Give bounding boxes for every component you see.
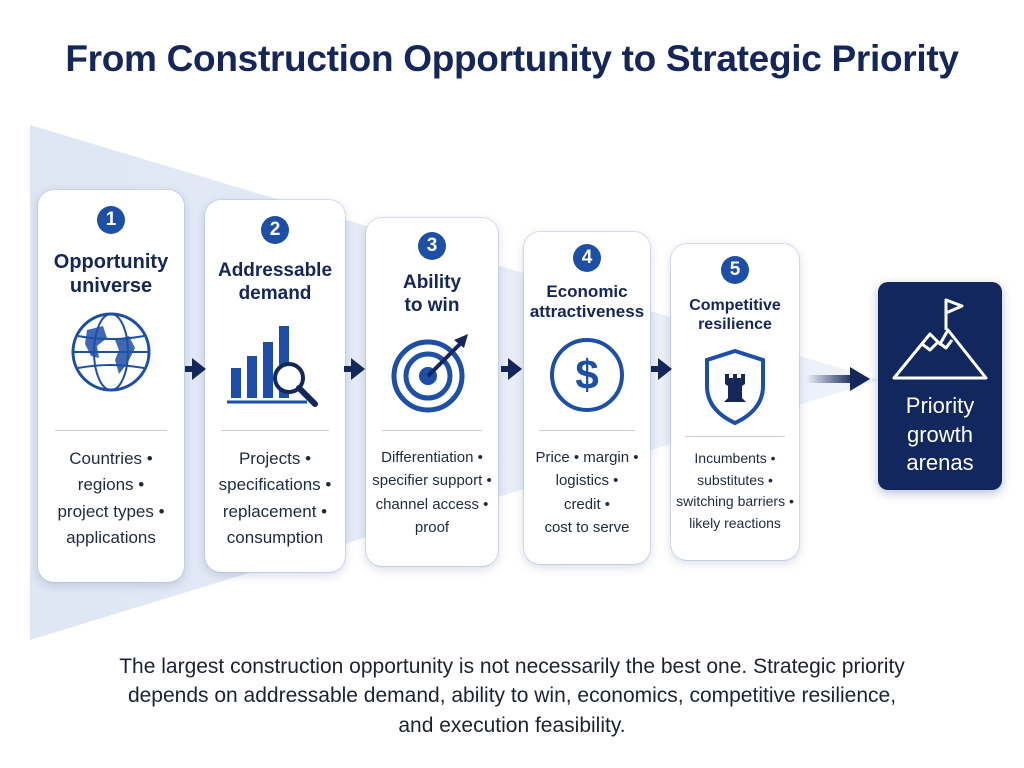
step-details: Differentiation •specifier support •chan… xyxy=(372,449,492,536)
card-divider xyxy=(382,430,482,431)
step-details: Incumbents •substitutes •switching barri… xyxy=(676,450,794,532)
card-divider xyxy=(55,430,167,431)
card-divider xyxy=(685,436,785,437)
step-number-badge: 1 xyxy=(97,206,125,234)
arrow-right-icon xyxy=(344,358,365,380)
shield-icon xyxy=(705,348,765,426)
step-number-badge: 4 xyxy=(573,244,601,272)
arrow-right-icon xyxy=(806,367,870,391)
card-divider xyxy=(539,430,635,431)
arrow-right-icon xyxy=(501,358,522,380)
arrow-right-icon xyxy=(651,358,672,380)
step-details: Projects •specifications •replacement •c… xyxy=(218,449,332,548)
arrow-right-icon xyxy=(185,358,206,380)
target-icon xyxy=(391,334,468,413)
step-number-badge: 2 xyxy=(261,216,289,244)
globe-icon xyxy=(71,312,151,392)
step-number-badge: 5 xyxy=(721,256,749,284)
card-divider xyxy=(221,430,329,431)
bar-chart-magnifier-icon xyxy=(227,326,318,407)
footer-summary: The largest construction opportunity is … xyxy=(119,655,905,737)
step-details: Countries •regions •project types •appli… xyxy=(57,449,165,548)
step-details: Price • margin •logistics •credit •cost … xyxy=(535,449,639,536)
mountain-flag-icon xyxy=(892,298,988,380)
step-number-badge: 3 xyxy=(418,232,446,260)
dollar-icon: $ xyxy=(550,338,624,412)
page-title: From Construction Opportunity to Strateg… xyxy=(65,38,959,79)
svg-text:$: $ xyxy=(575,351,598,398)
